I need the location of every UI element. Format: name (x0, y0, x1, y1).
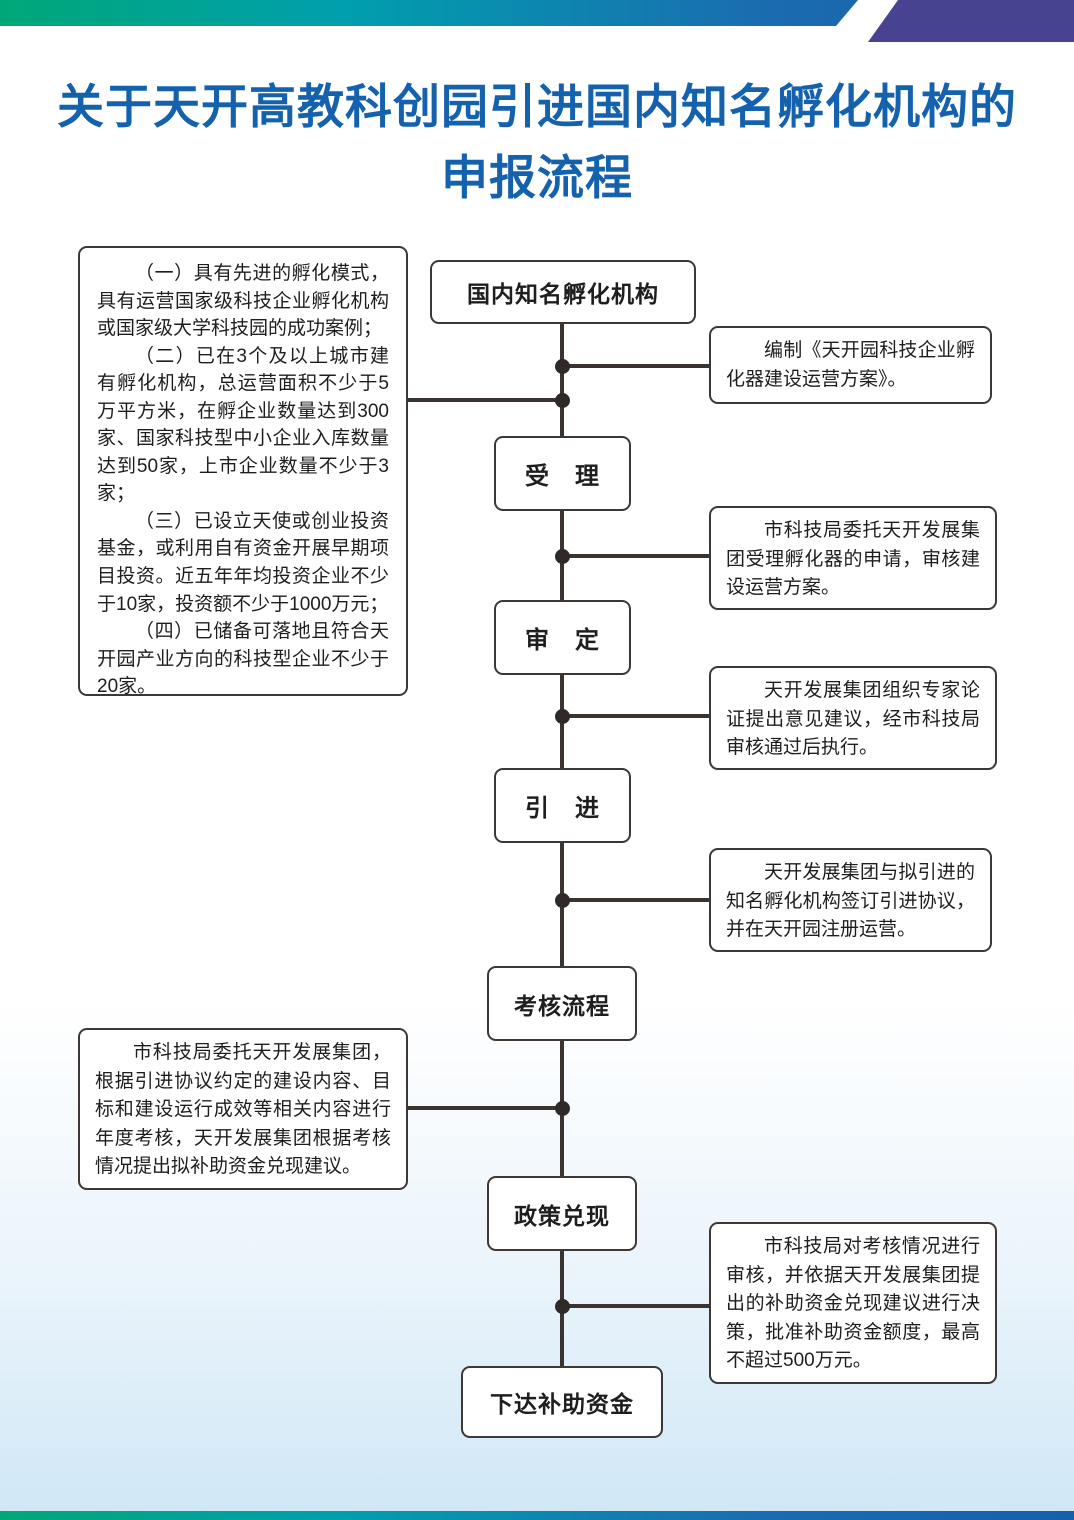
note-paragraph: 市科技局对考核情况进行审核，并依据天开发展集团提出的补助资金兑现建议进行决策，批… (726, 1236, 980, 1371)
page-title-line-2: 申报流程 (441, 150, 633, 204)
page-title-line-1: 关于天开高教科创园引进国内知名孵化机构的 (57, 80, 1017, 133)
top-gradient-bar (0, 0, 858, 26)
note-application-acceptance: 市科技局委托天开发展集团受理孵化器的申请，审核建设运营方案。 (709, 506, 997, 610)
flow-node-verification: 审 定 (494, 600, 631, 675)
flow-node-assessment-process: 考核流程 (487, 966, 637, 1041)
note-subsidy-decision: 市科技局对考核情况进行审核，并依据天开发展集团提出的补助资金兑现建议进行决策，批… (709, 1222, 997, 1384)
note-paragraph: 天开发展集团组织专家论证提出意见建议，经市科技局审核通过后执行。 (726, 680, 980, 758)
connector-acceptance-note (562, 554, 709, 558)
note-paragraph: 编制《天开园科技企业孵化器建设运营方案》。 (726, 340, 975, 390)
note-paragraph: 市科技局委托天开发展集团，根据引进协议约定的建设内容、目标和建设运行成效等相关内… (95, 1042, 391, 1177)
junction-dot (555, 393, 570, 408)
note-expert-review: 天开发展集团组织专家论证提出意见建议，经市科技局审核通过后执行。 (709, 666, 997, 770)
junction-dot (555, 359, 570, 374)
flow-node-label: 考核流程 (514, 992, 610, 1019)
note-paragraph: 市科技局委托天开发展集团受理孵化器的申请，审核建设运营方案。 (726, 520, 980, 598)
flow-node-introduction: 引 进 (494, 768, 631, 843)
connector-plan-note (562, 364, 709, 368)
flow-node-grant-funds: 下达补助资金 (461, 1366, 663, 1438)
note-paragraph: （一）具有先进的孵化模式，具有运营国家级科技企业孵化机构或国家级大学科技园的成功… (97, 263, 389, 340)
flow-node-label: 国内知名孵化机构 (467, 281, 659, 307)
junction-dot (555, 1101, 570, 1116)
flow-node-label: 审 定 (525, 627, 600, 654)
flow-node-label: 受 理 (525, 463, 600, 490)
note-paragraph: （二）已在3个及以上城市建有孵化机构，总运营面积不少于5万平方米，在孵企业数量达… (97, 345, 389, 505)
junction-dot (555, 549, 570, 564)
connector-assessment-note (406, 1106, 562, 1110)
flow-node-acceptance: 受 理 (494, 436, 631, 511)
note-eligibility-criteria: （一）具有先进的孵化模式，具有运营国家级科技企业孵化机构或国家级大学科技园的成功… (78, 246, 408, 697)
note-paragraph: 天开发展集团与拟引进的知名孵化机构签订引进协议，并在天开园注册运营。 (726, 862, 975, 940)
connector-review-note (562, 714, 709, 718)
note-paragraph: （四）已储备可落地且符合天开园产业方向的科技型企业不少于20家。 (97, 621, 389, 698)
note-paragraph: （三）已设立天使或创业投资基金，或利用自有资金开展早期项目投资。近五年年均投资企… (97, 510, 389, 615)
connector-decision-note (562, 1304, 709, 1308)
flow-node-label: 政策兑现 (514, 1202, 610, 1229)
bottom-gradient-bar (0, 1511, 1074, 1520)
flow-node-incubator: 国内知名孵化机构 (430, 260, 696, 324)
junction-dot (555, 893, 570, 908)
top-right-accent-shape (868, 0, 1074, 42)
note-plan-compilation: 编制《天开园科技企业孵化器建设运营方案》。 (709, 326, 992, 404)
flow-node-label: 引 进 (525, 795, 600, 822)
junction-dot (555, 1299, 570, 1314)
flow-spine-line (560, 322, 564, 1368)
flow-node-policy-fulfillment: 政策兑现 (487, 1176, 637, 1251)
connector-agreement-note (562, 898, 709, 902)
connector-criteria-note (406, 398, 562, 402)
junction-dot (555, 709, 570, 724)
page-title: 关于天开高教科创园引进国内知名孵化机构的 申报流程 (0, 72, 1074, 213)
flow-node-label: 下达补助资金 (490, 1391, 634, 1417)
note-annual-assessment: 市科技局委托天开发展集团，根据引进协议约定的建设内容、目标和建设运行成效等相关内… (78, 1028, 408, 1190)
note-agreement-signing: 天开发展集团与拟引进的知名孵化机构签订引进协议，并在天开园注册运营。 (709, 848, 992, 952)
